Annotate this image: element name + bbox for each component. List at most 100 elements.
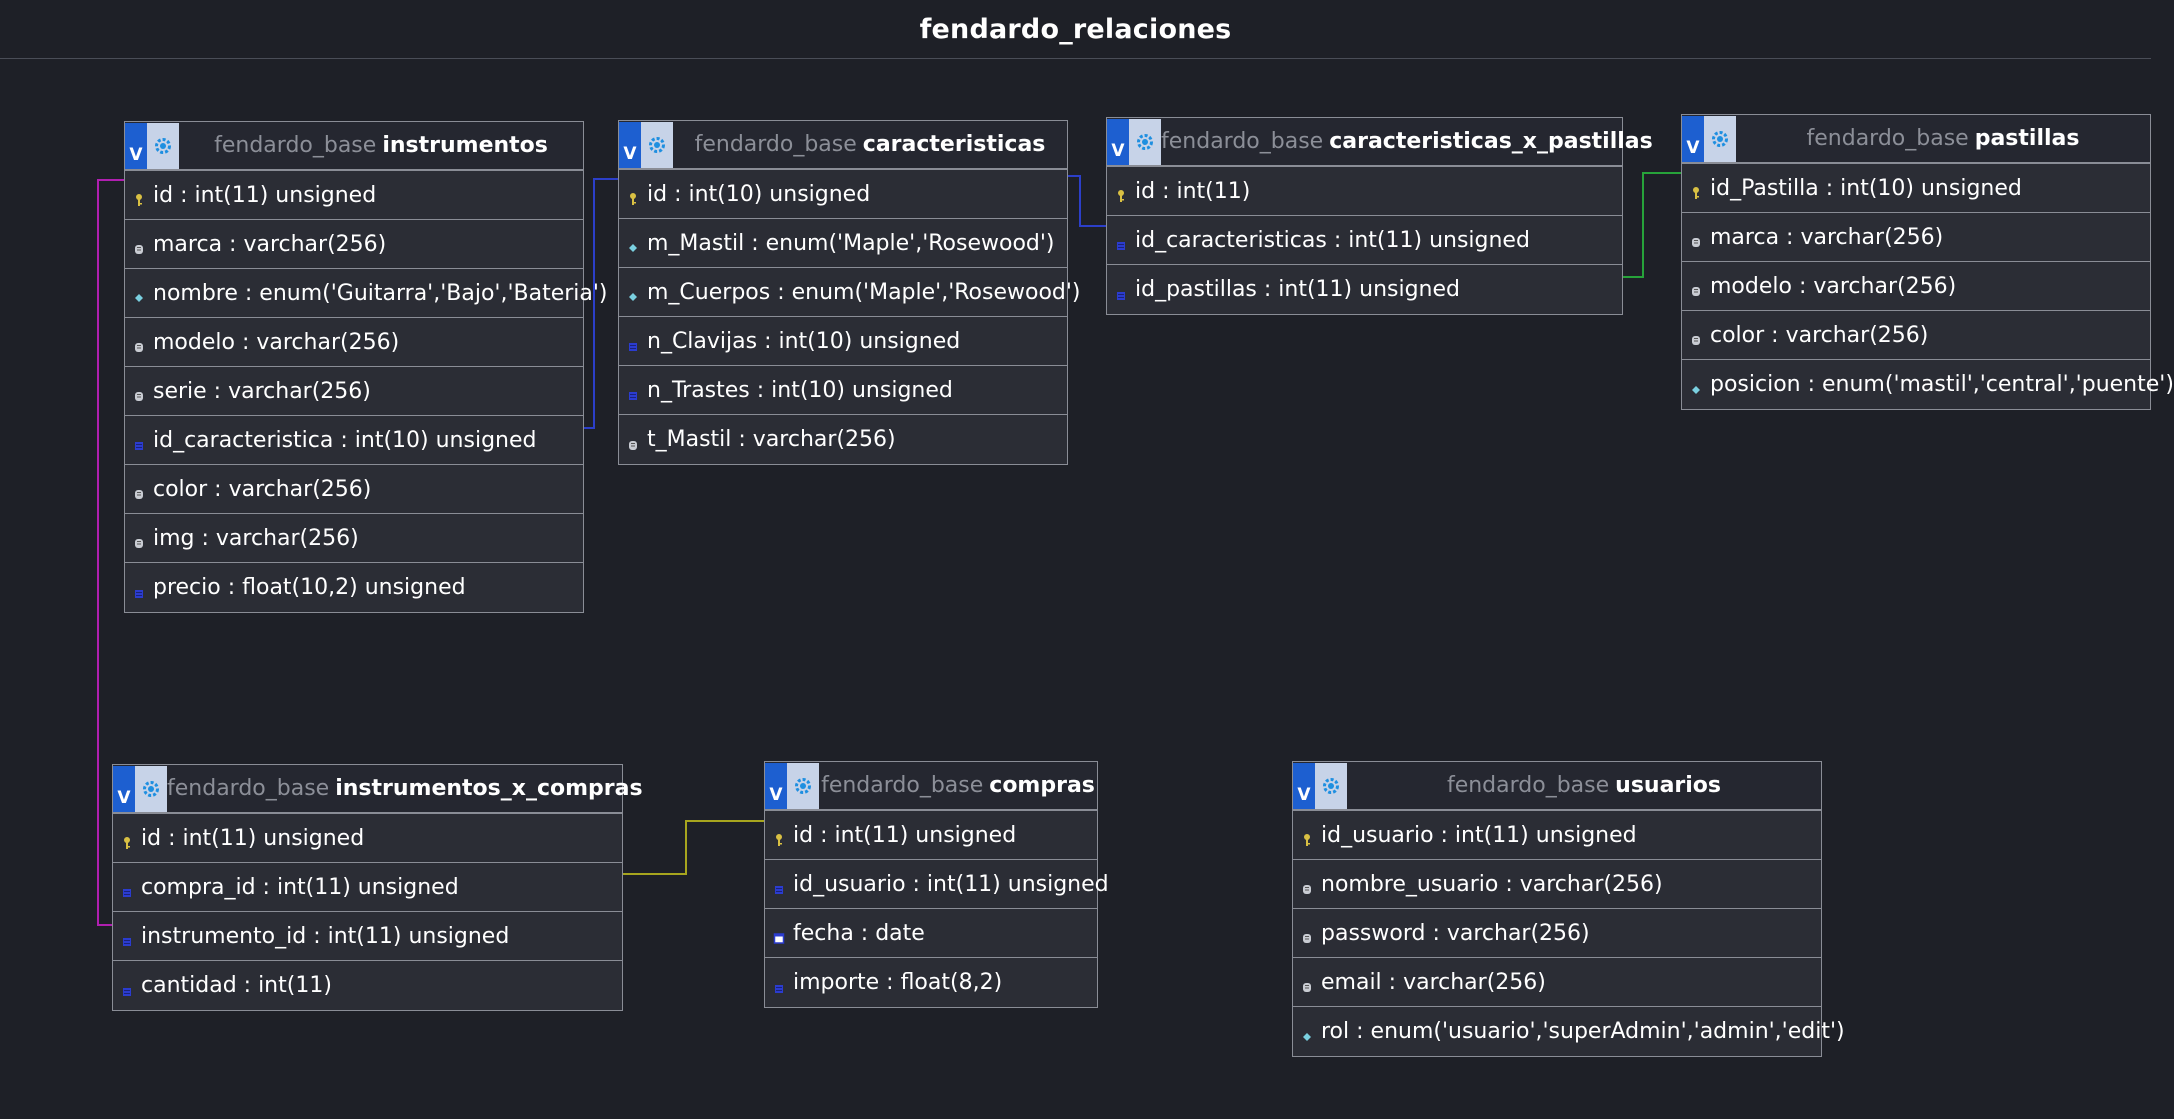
numeric-field-icon xyxy=(133,581,145,598)
field-label: rol : enum('usuario','superAdmin','admin… xyxy=(1321,1019,1845,1044)
field-row[interactable]: img : varchar(256) xyxy=(125,514,583,563)
field-row[interactable]: id : int(11) unsigned xyxy=(113,814,622,863)
field-label: cantidad : int(11) xyxy=(141,973,332,998)
numeric-field-icon xyxy=(121,880,133,897)
field-row[interactable]: id_Pastilla : int(10) unsigned xyxy=(1682,164,2150,213)
view-letter-icon: V xyxy=(125,122,147,169)
field-label: img : varchar(256) xyxy=(153,525,359,551)
field-row[interactable]: precio : float(10,2) unsigned xyxy=(125,563,583,612)
field-row[interactable]: rol : enum('usuario','superAdmin','admin… xyxy=(1293,1007,1845,1056)
field-row[interactable]: id : int(10) unsigned xyxy=(619,170,1067,219)
primary-key-icon xyxy=(1115,184,1127,202)
field-row[interactable]: id_usuario : int(11) unsigned xyxy=(1293,811,1821,860)
field-row[interactable]: modelo : varchar(256) xyxy=(1682,262,2150,311)
table-name: usuarios xyxy=(1615,773,1722,798)
text-field-icon xyxy=(133,531,145,548)
field-row[interactable]: modelo : varchar(256) xyxy=(125,318,583,367)
field-row[interactable]: color : varchar(256) xyxy=(125,465,583,514)
schema-name: fendardo_base xyxy=(1446,773,1610,798)
schema-name: fendardo_base xyxy=(694,132,857,157)
field-row[interactable]: email : varchar(256) xyxy=(1293,958,1821,1007)
table-name: caracteristicas xyxy=(862,132,1046,157)
field-label: n_Trastes : int(10) unsigned xyxy=(647,377,953,403)
schema-name: fendardo_base xyxy=(1806,126,1969,151)
gear-icon xyxy=(147,122,179,169)
field-label: password : varchar(256) xyxy=(1321,920,1590,946)
field-label: id_usuario : int(11) unsigned xyxy=(1321,822,1637,848)
field-row[interactable]: id : int(11) unsigned xyxy=(765,811,1097,860)
field-row[interactable]: m_Cuerpos : enum('Maple','Rosewood') xyxy=(619,268,1081,317)
numeric-field-icon xyxy=(1115,283,1127,300)
enum-field-icon xyxy=(1301,1025,1313,1041)
field-row[interactable]: marca : varchar(256) xyxy=(1682,213,2150,262)
table-type-badge: V xyxy=(1107,118,1161,165)
field-label: id : int(11) xyxy=(1135,178,1251,204)
field-row[interactable]: fecha : date xyxy=(765,909,1097,958)
field-row[interactable]: id : int(11) unsigned xyxy=(125,171,583,220)
field-row[interactable]: id_caracteristica : int(10) unsigned xyxy=(125,416,583,465)
field-label: id_caracteristicas : int(11) unsigned xyxy=(1135,227,1530,253)
field-row[interactable]: compra_id : int(11) unsigned xyxy=(113,863,622,912)
text-field-icon xyxy=(1690,328,1702,345)
table-type-badge: V xyxy=(125,122,179,169)
field-row[interactable]: n_Clavijas : int(10) unsigned xyxy=(619,317,1067,366)
text-field-icon xyxy=(1690,279,1702,296)
field-row[interactable]: color : varchar(256) xyxy=(1682,311,2150,360)
field-row[interactable]: t_Mastil : varchar(256) xyxy=(619,415,1067,464)
field-row[interactable]: id : int(11) xyxy=(1107,167,1622,216)
numeric-field-icon xyxy=(773,976,785,993)
text-field-icon xyxy=(133,335,145,352)
field-row[interactable]: m_Mastil : enum('Maple','Rosewood') xyxy=(619,219,1067,268)
field-label: marca : varchar(256) xyxy=(1710,224,1944,250)
field-row[interactable]: nombre_usuario : varchar(256) xyxy=(1293,860,1821,909)
field-row[interactable]: nombre : enum('Guitarra','Bajo','Bateria… xyxy=(125,269,608,318)
field-row[interactable]: n_Trastes : int(10) unsigned xyxy=(619,366,1067,415)
table-type-badge: V xyxy=(1293,762,1347,809)
field-row[interactable]: id_caracteristicas : int(11) unsigned xyxy=(1107,216,1622,265)
field-label: id : int(11) unsigned xyxy=(793,822,1017,848)
primary-key-icon xyxy=(133,188,145,206)
gear-icon xyxy=(787,762,819,809)
field-label: t_Mastil : varchar(256) xyxy=(647,427,896,452)
table-type-badge: V xyxy=(113,765,167,812)
field-row[interactable]: password : varchar(256) xyxy=(1293,909,1821,958)
schema-name: fendardo_base xyxy=(167,776,330,801)
text-field-icon xyxy=(1690,230,1702,247)
gear-icon xyxy=(1315,762,1347,809)
field-label: modelo : varchar(256) xyxy=(153,329,400,355)
view-letter-icon: V xyxy=(619,121,641,168)
date-field-icon xyxy=(773,926,785,944)
field-row[interactable]: posicion : enum('mastil','central','puen… xyxy=(1682,360,2174,409)
field-row[interactable]: marca : varchar(256) xyxy=(125,220,583,269)
field-row[interactable]: importe : float(8,2) xyxy=(765,958,1097,1007)
field-row[interactable]: cantidad : int(11) xyxy=(113,961,622,1010)
numeric-field-icon xyxy=(121,979,133,996)
field-row[interactable]: id_usuario : int(11) unsigned xyxy=(765,860,1109,909)
field-row[interactable]: id_pastillas : int(11) unsigned xyxy=(1107,265,1622,314)
gear-icon xyxy=(1704,115,1736,162)
field-row[interactable]: instrumento_id : int(11) unsigned xyxy=(113,912,622,961)
primary-key-icon xyxy=(121,831,133,849)
field-label: nombre : enum('Guitarra','Bajo','Bateria… xyxy=(153,280,608,306)
field-row[interactable]: serie : varchar(256) xyxy=(125,367,583,416)
